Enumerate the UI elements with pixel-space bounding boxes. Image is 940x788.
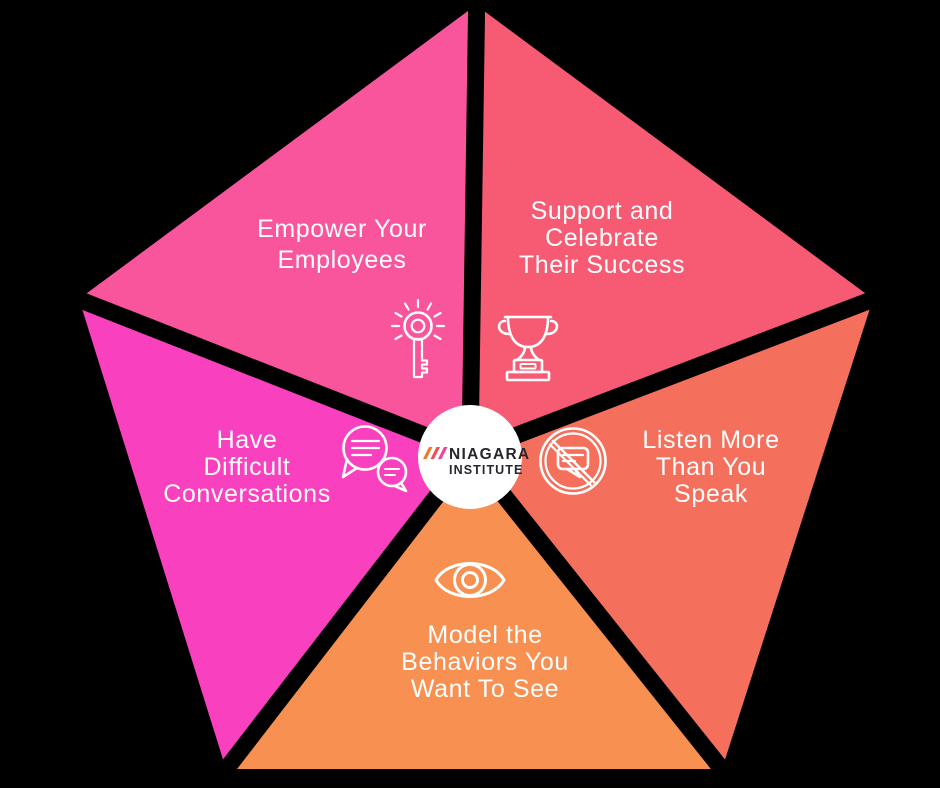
- segment-model-the-behaviors: [226, 453, 722, 769]
- eye-icon: [434, 562, 506, 598]
- label-line: Their Success: [519, 251, 685, 279]
- segment-labels: Empower Your Employees Support and Celeb…: [163, 197, 779, 703]
- logo-slash-1: [423, 447, 433, 459]
- divider-right: [466, 273, 925, 461]
- conversation-icon: [341, 425, 408, 493]
- trophy-icon: [497, 315, 559, 382]
- label-line: Speak: [674, 480, 748, 508]
- label-line: Conversations: [163, 480, 331, 508]
- divider-top: [461, 0, 486, 454]
- center-circle: [418, 405, 522, 509]
- divider-left: [28, 273, 474, 461]
- label-support-and-celebrate: Support and Celebrate Their Success: [519, 197, 685, 279]
- logo-slash-2: [430, 447, 440, 459]
- label-line: Model the: [427, 621, 542, 649]
- logo-text-institute: INSTITUTE: [449, 463, 523, 477]
- divider-bottom-left: [200, 447, 477, 788]
- niagara-institute-logo: NIAGARA INSTITUTE: [423, 446, 530, 477]
- label-line: Employees: [277, 246, 406, 274]
- center-badge: NIAGARA INSTITUTE: [418, 405, 530, 509]
- segment-empower-your-employees: [79, 5, 476, 453]
- icons: [341, 298, 607, 598]
- segment-divider-lines: [28, 0, 925, 788]
- key-icon: [390, 298, 446, 379]
- label-have-difficult-conversations: Have Difficult Conversations: [163, 426, 331, 508]
- divider-bottom-right: [463, 447, 748, 788]
- label-line: Difficult: [204, 453, 291, 481]
- label-line: Behaviors You: [401, 648, 569, 676]
- label-listen-more-than-you-speak: Listen More Than You Speak: [642, 426, 779, 508]
- segment-support-and-celebrate: [470, 5, 873, 453]
- label-line: Celebrate: [545, 224, 659, 252]
- no-talking-icon: [539, 427, 607, 495]
- label-model-the-behaviors: Model the Behaviors You Want To See: [401, 621, 569, 703]
- label-empower-your-employees: Empower Your Employees: [257, 215, 427, 274]
- label-line: Listen More: [642, 426, 779, 454]
- label-line: Empower Your: [257, 215, 427, 243]
- label-line: Support and: [531, 197, 674, 225]
- logo-text-niagara: NIAGARA: [449, 446, 530, 463]
- label-line: Want To See: [411, 675, 559, 703]
- label-line: Have: [217, 426, 278, 454]
- key-rays: [390, 298, 446, 341]
- logo-slash-3: [438, 447, 448, 459]
- label-line: Than You: [656, 453, 766, 481]
